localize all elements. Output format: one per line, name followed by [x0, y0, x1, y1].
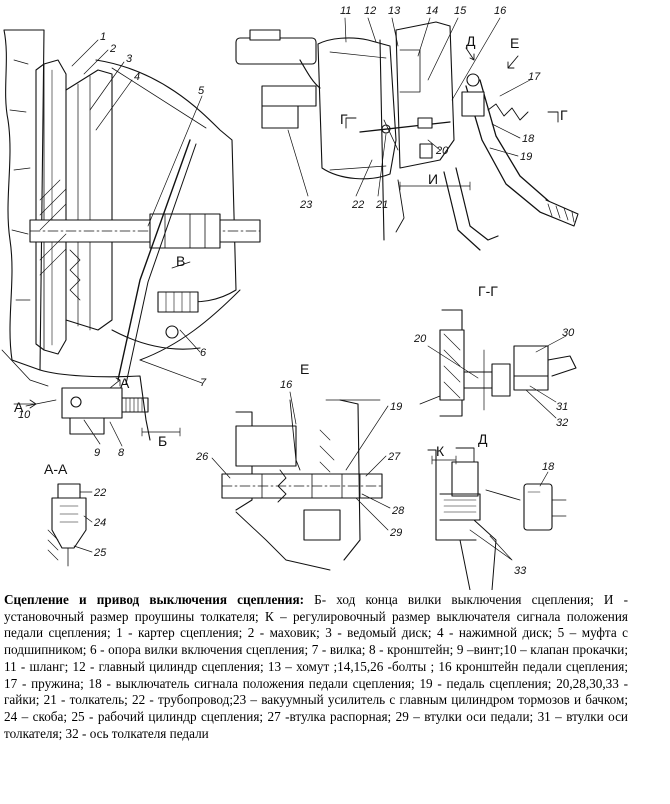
label-15: 15	[454, 5, 467, 17]
label-gg-30: 30	[562, 327, 575, 339]
label-letter-a-mid: A	[120, 375, 130, 391]
label-letter-a-left: A	[14, 399, 24, 415]
label-22: 22	[351, 199, 364, 211]
section-title-d: Д	[478, 431, 488, 447]
section-title-aa: А-А	[44, 461, 68, 477]
label-gg-20: 20	[413, 333, 427, 345]
label-10: 10	[18, 409, 31, 421]
label-letter-e: E	[510, 35, 519, 51]
letter-labels: A A Б В Г Г Д E И К	[14, 33, 568, 459]
figure-drawing: 1 2 3 4 5 6 7 8 9 10 11 12 13 14 15 16 1…	[1, 5, 579, 590]
clutch-main-view	[1, 29, 261, 447]
caption-body: Б- ход конца вилки выключения сцепления;…	[4, 592, 628, 741]
section-aa-view	[47, 483, 93, 567]
label-aa-24: 24	[93, 517, 106, 529]
label-23: 23	[299, 199, 313, 211]
label-11: 11	[340, 5, 351, 17]
label-e-28: 28	[391, 505, 405, 517]
label-8: 8	[118, 447, 125, 459]
label-e-16: 16	[280, 379, 293, 391]
label-18: 18	[522, 133, 535, 145]
label-20: 20	[435, 145, 449, 157]
label-e-26: 26	[195, 451, 209, 463]
label-d-33: 33	[514, 565, 527, 577]
section-e-view	[211, 391, 391, 571]
label-gg-32: 32	[556, 417, 568, 429]
label-letter-d: Д	[466, 33, 476, 49]
section-title-gg: Г-Г	[478, 283, 498, 299]
label-12: 12	[364, 5, 376, 17]
label-aa-25: 25	[93, 547, 107, 559]
label-gg-31: 31	[556, 401, 568, 413]
label-13: 13	[388, 5, 401, 17]
label-d-18: 18	[542, 461, 555, 473]
label-2: 2	[109, 43, 116, 55]
label-letter-g-left: Г	[340, 111, 348, 127]
label-letter-v: В	[176, 253, 185, 269]
label-17: 17	[528, 71, 541, 83]
section-gg-view	[419, 309, 577, 419]
caption-title: Сцепление и привод выключения сцепления:	[4, 592, 305, 607]
label-5: 5	[198, 85, 205, 97]
section-d-view	[427, 447, 567, 590]
label-14: 14	[426, 5, 438, 17]
label-letter-k: К	[436, 443, 445, 459]
label-aa-22: 22	[93, 487, 106, 499]
pedal-booster-view	[235, 17, 579, 251]
label-4: 4	[134, 71, 140, 83]
label-e-27: 27	[387, 451, 401, 463]
part-number-labels: 1 2 3 4 5 6 7 8 9 10 11 12 13 14 15 16 1…	[18, 5, 575, 577]
section-titles: А-А Г-Г E Д	[44, 283, 498, 477]
label-letter-b: Б	[158, 433, 167, 449]
label-21: 21	[375, 199, 388, 211]
label-e-29: 29	[389, 527, 402, 539]
label-6: 6	[200, 347, 207, 359]
label-19: 19	[520, 151, 532, 163]
label-letter-g-right: Г	[560, 107, 568, 123]
label-1: 1	[100, 31, 106, 43]
label-3: 3	[126, 53, 133, 65]
figure-caption: Сцепление и привод выключения сцепления:…	[4, 592, 628, 742]
label-7: 7	[200, 377, 207, 389]
clutch-assembly-figure: 1 2 3 4 5 6 7 8 9 10 11 12 13 14 15 16 1…	[1, 5, 579, 590]
label-9: 9	[94, 447, 100, 459]
label-16: 16	[494, 5, 507, 17]
label-e-19: 19	[390, 401, 402, 413]
section-title-e: E	[300, 361, 309, 377]
label-letter-i: И	[428, 171, 438, 187]
